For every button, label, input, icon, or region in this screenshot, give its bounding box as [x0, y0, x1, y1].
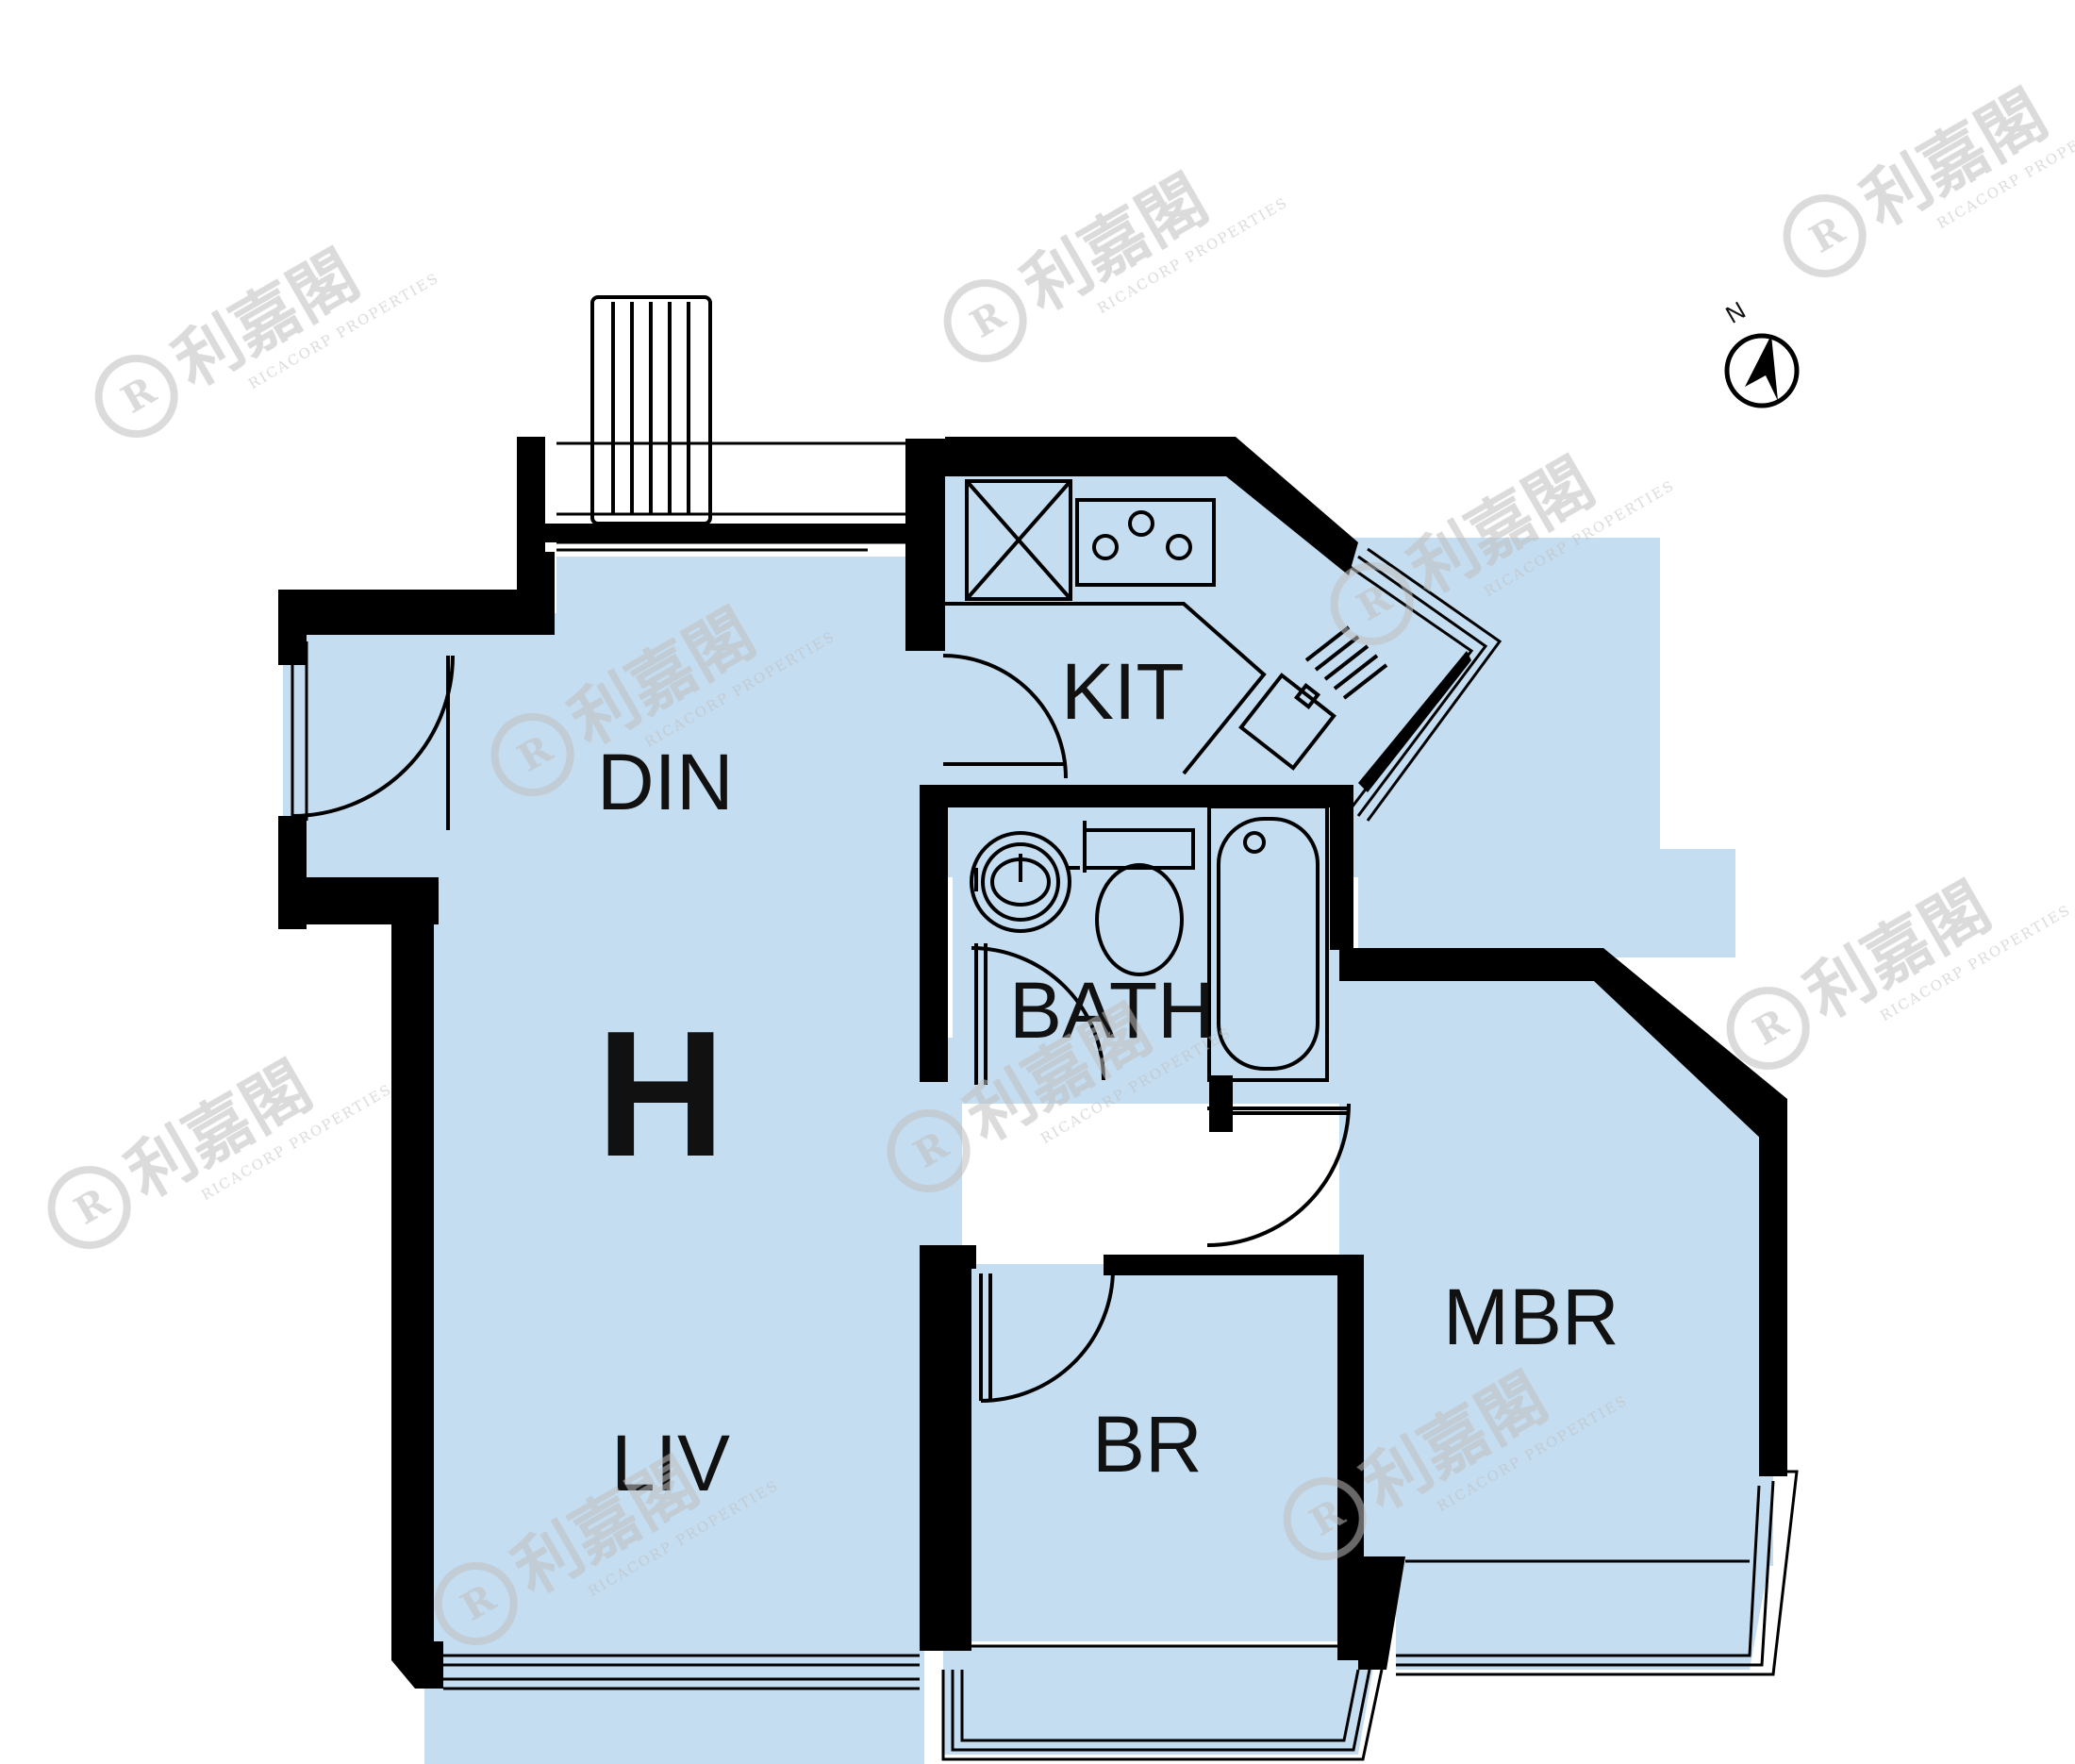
room-labels: DIN KIT BATH LIV BR MBR H — [596, 647, 1619, 1507]
watermark-badge-icon — [1783, 194, 1867, 277]
room-label-kit: KIT — [1061, 647, 1185, 736]
doors — [291, 654, 1351, 1403]
watermark-logo: R 利嘉閣 RICACORP PROPERTIES — [943, 159, 1291, 362]
unit-label: H — [596, 994, 725, 1194]
watermark-logo: R 利嘉閣 RICACORP PROPERTIES — [1726, 867, 2074, 1070]
room-label-br: BR — [1092, 1400, 1203, 1489]
windows — [290, 441, 1799, 1761]
north-label: N — [1720, 295, 1750, 328]
north-arrow-icon — [1745, 335, 1778, 401]
compass: N — [1720, 295, 1800, 408]
room-label-mbr: MBR — [1443, 1273, 1619, 1361]
watermark-badge-icon — [490, 713, 574, 796]
watermark-badge-icon — [47, 1166, 131, 1249]
fixtures — [590, 295, 1388, 1082]
watermark-badge-icon — [1283, 1477, 1367, 1560]
svg-text:R: R — [1802, 208, 1852, 262]
room-label-liv: LIV — [611, 1419, 730, 1507]
watermark-badge-icon — [943, 279, 1027, 362]
watermark-badge-icon — [434, 1562, 518, 1645]
watermark-logo: R 利嘉閣 RICACORP PROPERTIES — [94, 235, 442, 438]
watermark-badge-icon — [1726, 987, 1810, 1070]
watermark-logo: R 利嘉閣 RICACORP PROPERTIES — [1783, 75, 2075, 277]
watermark-logo: R 利嘉閣 RICACORP PROPERTIES — [47, 1046, 395, 1249]
walls — [278, 437, 1787, 1689]
watermark-badge-icon — [1330, 562, 1414, 645]
room-label-bath: BATH — [1009, 966, 1215, 1055]
svg-text:R: R — [1746, 1000, 1796, 1055]
watermark-badge-icon — [887, 1109, 971, 1192]
watermark-badge-icon — [94, 355, 178, 438]
room-label-din: DIN — [597, 738, 734, 826]
ac-unit — [590, 295, 712, 525]
svg-text:R: R — [67, 1179, 117, 1234]
svg-text:R: R — [963, 292, 1013, 347]
compass-ring-icon — [1724, 333, 1800, 408]
svg-text:R: R — [114, 368, 164, 423]
